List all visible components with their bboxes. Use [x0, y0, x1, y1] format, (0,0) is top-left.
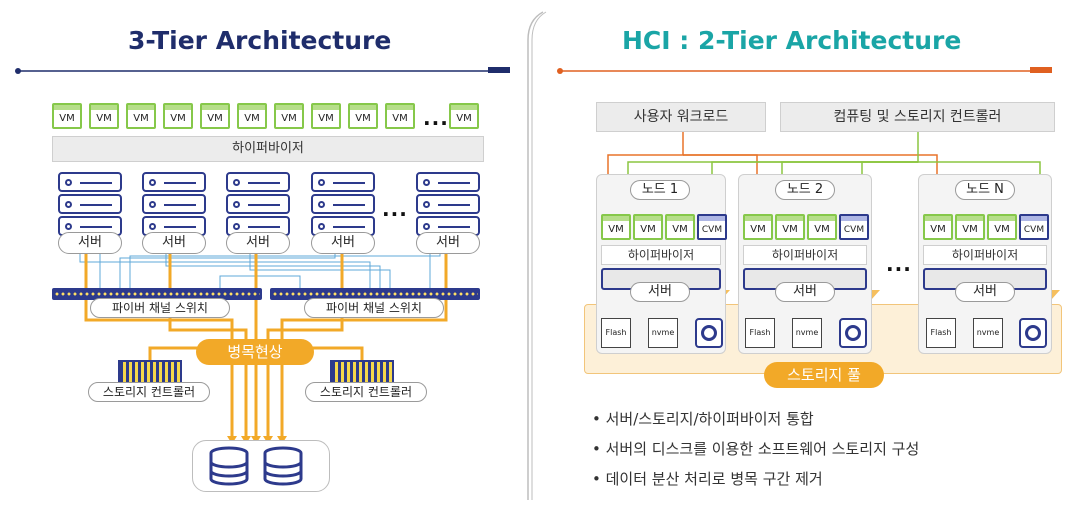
vm-box: VM [923, 214, 953, 240]
flash-disk: Flash [745, 318, 775, 348]
vm-box: VM [274, 103, 304, 129]
server-unit [416, 172, 480, 192]
node-n-label: 노드 N [955, 180, 1015, 200]
vm-box: VM [665, 214, 695, 240]
node-hypervisor: 하이퍼바이저 [601, 245, 721, 265]
node-server-label: 서버 [955, 282, 1015, 302]
node-server-label: 서버 [775, 282, 835, 302]
cvm-box: CVM [697, 214, 727, 240]
hard-disk-icon [695, 318, 723, 348]
nvme-disk: nvme [973, 318, 1003, 348]
node-hypervisor: 하이퍼바이저 [743, 245, 867, 265]
fc-switch-label-left: 파이버 채널 스위치 [90, 298, 230, 318]
server-unit [142, 194, 206, 214]
vm-box: VM [311, 103, 341, 129]
storage-controller-right-icon [330, 360, 394, 384]
server-label: 서버 [226, 232, 290, 254]
bullet-2: • 서버의 디스크를 이용한 소프트웨어 스토리지 구성 [592, 440, 920, 458]
vm-box: VM [237, 103, 267, 129]
server-unit [416, 216, 480, 236]
vm-box: VM [52, 103, 82, 129]
vm-box: VM [775, 214, 805, 240]
server-ellipsis: ... [382, 197, 408, 221]
node-server-label: 서버 [630, 282, 690, 302]
storage-array [192, 440, 330, 492]
server-unit [226, 194, 290, 214]
storage-controller-label-right: 스토리지 컨트롤러 [305, 382, 427, 402]
vm-box: VM [601, 214, 631, 240]
vm-box: VM [163, 103, 193, 129]
vm-box: VM [200, 103, 230, 129]
server-label: 서버 [58, 232, 122, 254]
cvm-box: CVM [839, 214, 869, 240]
bottleneck-label: 병목현상 [196, 339, 314, 365]
user-workload-box: 사용자 워크로드 [596, 102, 766, 132]
storage-controller-label-left: 스토리지 컨트롤러 [88, 382, 210, 402]
vm-box: VM [449, 103, 479, 129]
vm-box: VM [385, 103, 415, 129]
left-hypervisor-bar: 하이퍼바이저 [52, 136, 484, 162]
vm-box: VM [955, 214, 985, 240]
database-icon [209, 446, 303, 486]
vm-box: VM [987, 214, 1017, 240]
vm-box: VM [348, 103, 378, 129]
fc-switch-right [270, 288, 480, 300]
vm-box: VM [743, 214, 773, 240]
bullet-3: • 데이터 분산 처리로 병목 구간 제거 [592, 470, 823, 488]
server-unit [142, 172, 206, 192]
right-title: HCI : 2-Tier Architecture [622, 26, 962, 55]
node-1-label: 노드 1 [630, 180, 690, 200]
hard-disk-icon [1019, 318, 1047, 348]
fc-switch-left [52, 288, 262, 300]
cvm-box: CVM [1019, 214, 1049, 240]
server-label: 서버 [311, 232, 375, 254]
node-ellipsis: ... [886, 252, 912, 276]
nvme-disk: nvme [648, 318, 678, 348]
storage-pool-label: 스토리지 풀 [764, 362, 884, 388]
server-label: 서버 [416, 232, 480, 254]
node-hypervisor: 하이퍼바이저 [923, 245, 1047, 265]
flash-disk: Flash [926, 318, 956, 348]
server-label: 서버 [142, 232, 206, 254]
server-unit [416, 194, 480, 214]
vm-box: VM [126, 103, 156, 129]
vm-box: VM [633, 214, 663, 240]
server-unit [58, 194, 122, 214]
node-2-label: 노드 2 [775, 180, 835, 200]
compute-storage-controller-box: 컴퓨팅 및 스토리지 컨트롤러 [780, 102, 1055, 132]
bullet-1: • 서버/스토리지/하이퍼바이저 통합 [592, 410, 814, 428]
vm-ellipsis: ... [423, 106, 449, 130]
server-unit [226, 172, 290, 192]
server-unit [311, 172, 375, 192]
fc-switch-label-right: 파이버 채널 스위치 [304, 298, 444, 318]
storage-controller-left-icon [118, 360, 182, 384]
vm-box: VM [807, 214, 837, 240]
server-unit [58, 172, 122, 192]
flash-disk: Flash [601, 318, 631, 348]
vm-box: VM [89, 103, 119, 129]
hard-disk-icon [839, 318, 867, 348]
server-unit [311, 194, 375, 214]
left-title: 3-Tier Architecture [128, 26, 392, 55]
nvme-disk: nvme [792, 318, 822, 348]
